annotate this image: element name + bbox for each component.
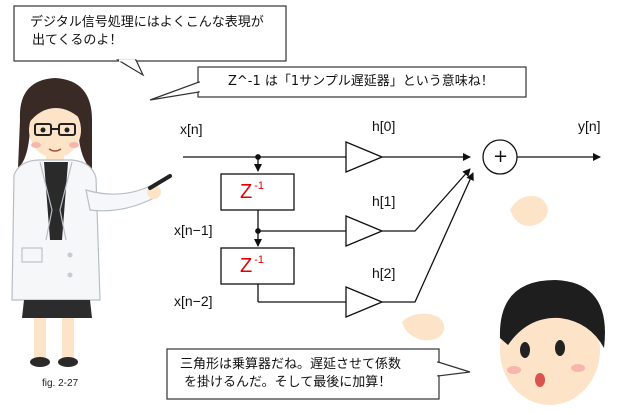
delay-2-symbol: Z: [240, 255, 253, 277]
teacher-speech-text: デジタル信号処理にはよくこんな表現が 出てくるのよ！: [30, 14, 264, 50]
multiplier-h1: [345, 215, 384, 247]
hand-upper: [510, 195, 548, 226]
delay-block-1: [220, 173, 295, 211]
delay-1-exponent: -1: [254, 180, 264, 192]
adder-plus-symbol: +: [493, 146, 509, 167]
output-signal-label: y[n]: [578, 118, 601, 134]
delay-note-bubble: [149, 66, 527, 101]
student-speech-text: 三角形は乗算器だね。遅延させて係数 を掛けるんだ。そして最後に加算！: [180, 356, 401, 392]
coefficient-h2-label: h[2]: [372, 265, 396, 281]
multiplier-h0: [345, 141, 384, 173]
student-speech-line2: を掛けるんだ。そして最後に加算！: [184, 375, 392, 390]
coefficient-h0-label: h[0]: [372, 118, 396, 134]
teacher-speech-bubble: [13, 5, 287, 77]
student-illustration: [499, 280, 605, 405]
multiplier-h2: [345, 286, 384, 318]
delayed-signal-1-label: x[n−1]: [174, 222, 213, 238]
teacher-speech-line1: デジタル信号処理にはよくこんな表現が: [30, 15, 264, 30]
delayed-signal-2-label: x[n−2]: [174, 293, 213, 309]
delay-1-symbol: Z: [240, 181, 253, 203]
figure-caption: fig. 2-27: [42, 378, 79, 389]
student-speech-bubble: [166, 348, 471, 400]
delay-2-label: Z-1: [240, 254, 264, 278]
delay-2-exponent: -1: [254, 254, 264, 266]
fir-block-diagram: [183, 139, 601, 318]
coefficient-h1-label: h[1]: [372, 193, 396, 209]
hand-lower: [402, 313, 445, 341]
teacher-illustration: [11, 78, 172, 367]
teacher-speech-line2: 出てくるのよ！: [32, 33, 123, 48]
delay-note-text: Z^-1 は「1サンプル遅延器」という意味ね！: [228, 74, 494, 89]
delay-block-2: [220, 247, 295, 285]
delay-1-label: Z-1: [240, 180, 264, 204]
student-speech-line1: 三角形は乗算器だね。遅延させて係数: [180, 357, 402, 372]
input-signal-label: x[n]: [180, 121, 203, 137]
